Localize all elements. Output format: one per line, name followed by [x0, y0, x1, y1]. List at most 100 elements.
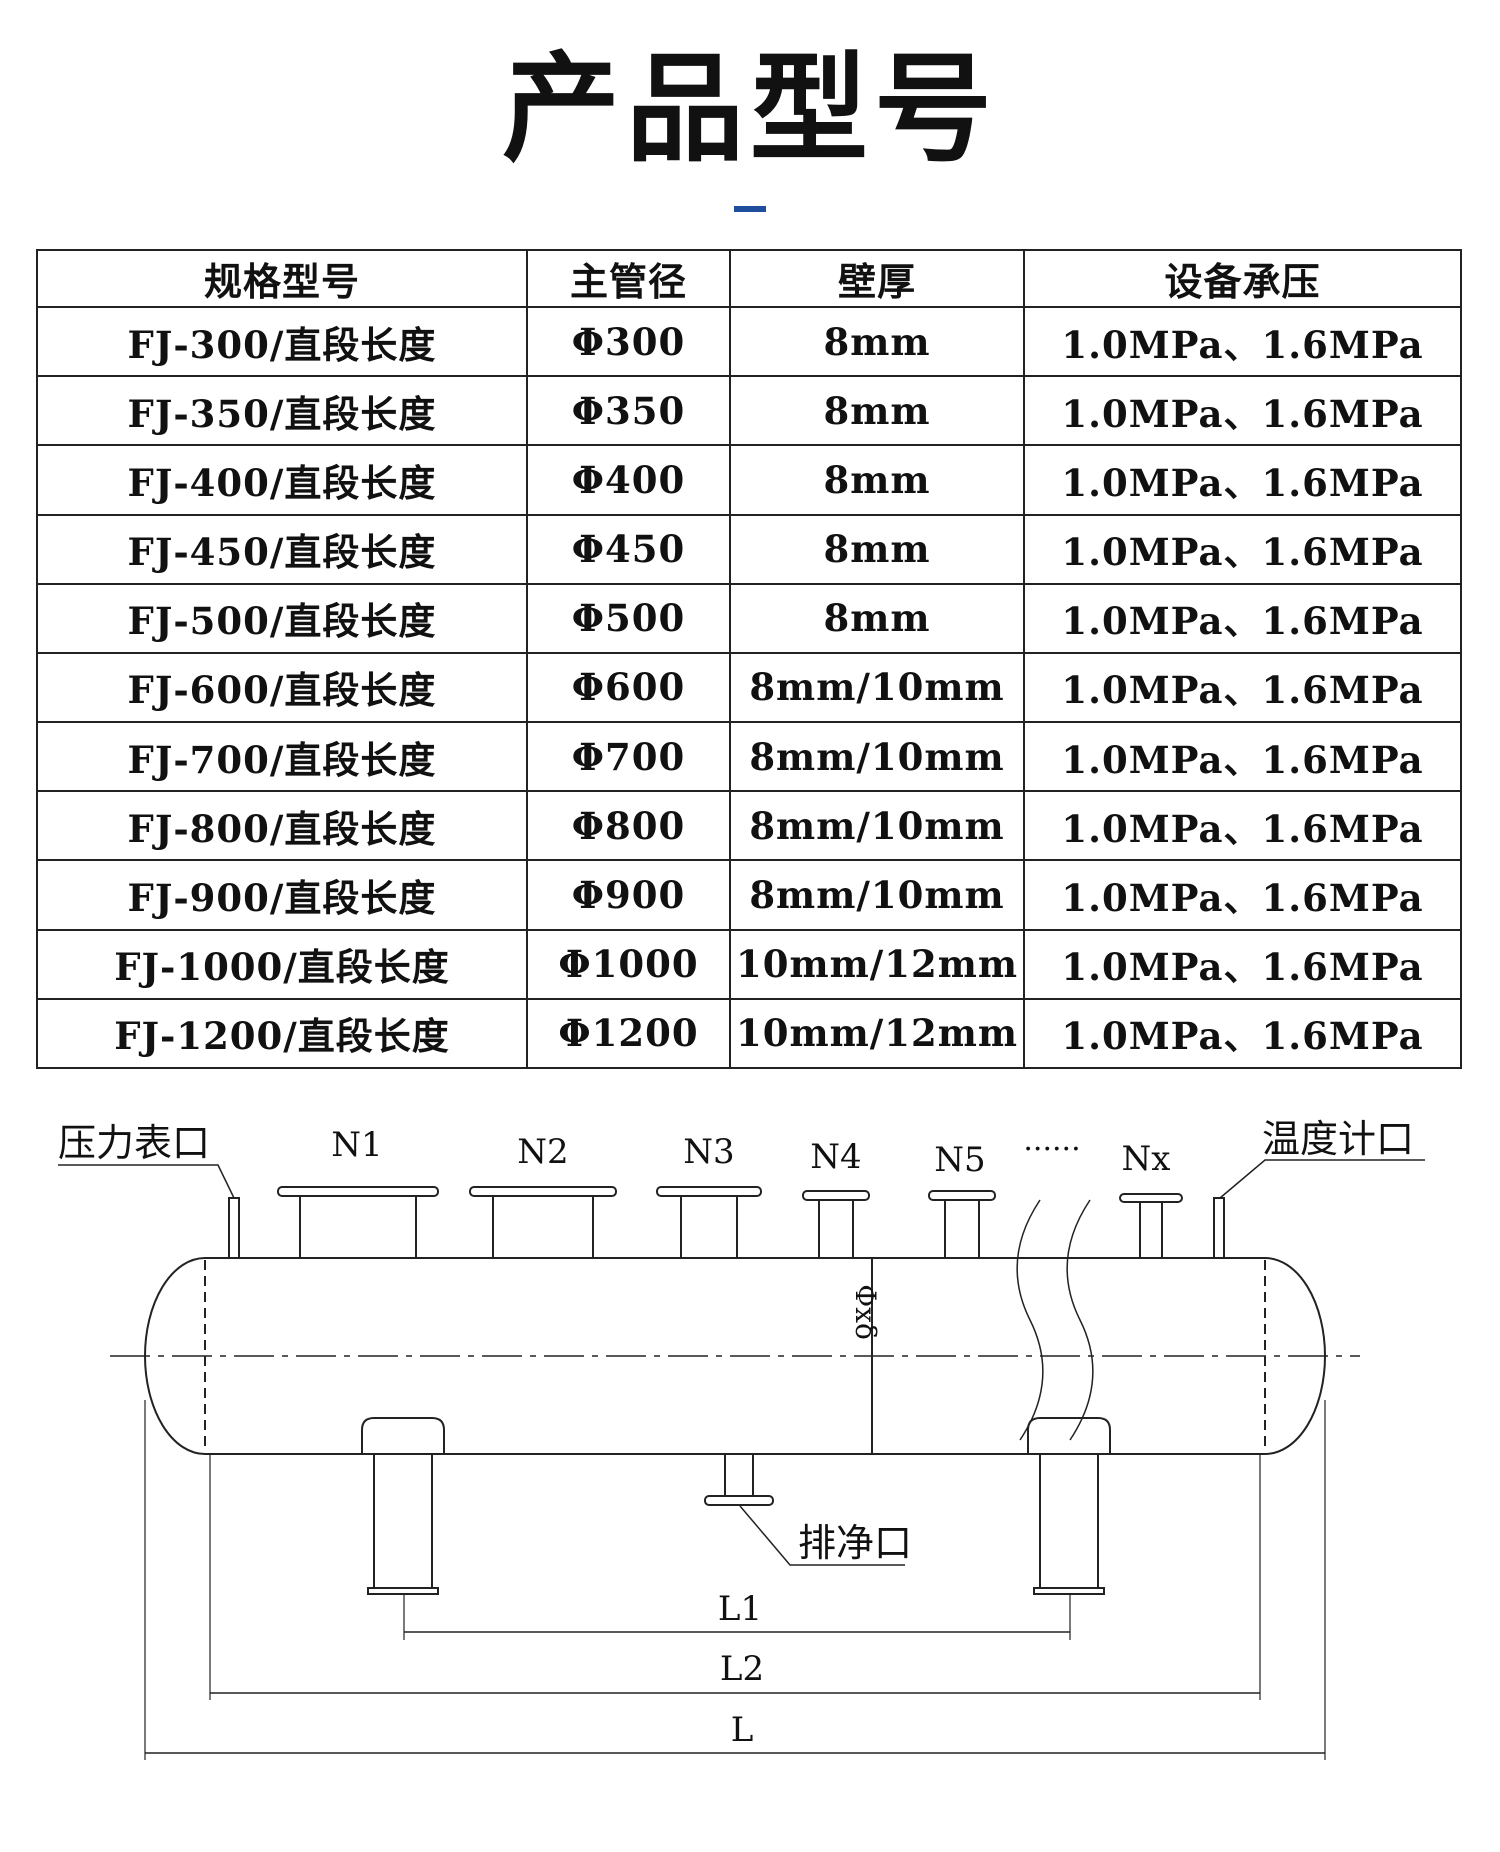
label-drain-port: 排净口: [798, 1521, 912, 1565]
label-l1: L1: [718, 1589, 762, 1629]
label-n3: N3: [683, 1132, 734, 1172]
cell-wall: 8mm/10mm: [729, 721, 1025, 793]
cell-diameter: Φ1200: [526, 997, 731, 1070]
label-n5: N5: [934, 1140, 985, 1180]
drain-port-flange: [704, 1495, 774, 1506]
cell-model: FJ-1000/直段长度: [36, 928, 528, 1000]
cell-wall: 8mm: [729, 513, 1025, 585]
cell-diameter: Φ450: [526, 513, 731, 585]
cell-pressure: 1.0MPa、1.6MPa: [1023, 721, 1462, 793]
label-n2: N2: [517, 1132, 568, 1172]
nozzle-nx-pipe: [1139, 1201, 1163, 1259]
page-title: 产品型号: [501, 39, 998, 178]
cell-pressure: 1.0MPa、1.6MPa: [1023, 928, 1462, 1000]
label-temperature-port: 温度计口: [1262, 1117, 1414, 1161]
cell-wall: 8mm: [729, 582, 1025, 654]
header-wall-thickness: 壁厚: [729, 249, 1025, 308]
cell-pressure: 1.0MPa、1.6MPa: [1023, 513, 1462, 585]
cell-wall: 10mm/12mm: [729, 997, 1025, 1070]
cell-pressure: 1.0MPa、1.6MPa: [1023, 651, 1462, 724]
nozzle-n3-flange: [656, 1186, 762, 1197]
cell-diameter: Φ700: [526, 721, 731, 793]
cell-pressure: 1.0MPa、1.6MPa: [1023, 582, 1462, 654]
cell-model: FJ-700/直段长度: [36, 721, 528, 793]
cell-model: FJ-800/直段长度: [36, 790, 528, 862]
label-dots: ......: [1023, 1123, 1080, 1158]
support-left-leg: [373, 1453, 433, 1589]
title-accent-bar: [734, 206, 766, 212]
cell-model: FJ-400/直段长度: [36, 444, 528, 516]
nozzle-n1-pipe: [299, 1195, 417, 1259]
cell-model: FJ-500/直段长度: [36, 582, 528, 654]
label-l2: L2: [720, 1649, 764, 1689]
cell-diameter: Φ800: [526, 790, 731, 862]
table-header-row: 规格型号 主管径 壁厚 设备承压: [36, 249, 1462, 308]
temperature-port-pipe: [1213, 1197, 1225, 1259]
cell-model: FJ-900/直段长度: [36, 859, 528, 931]
cell-diameter: Φ1000: [526, 928, 731, 1000]
cell-wall: 10mm/12mm: [729, 928, 1025, 1000]
cell-model: FJ-450/直段长度: [36, 513, 528, 585]
manifold-drawing: 压力表口 温度计口 排净口 N1 N2 N3 N4 N5 ...... Nx Φ…: [58, 1117, 1425, 1760]
label-dimension: Φxδ: [849, 1284, 882, 1340]
support-left: [361, 1417, 445, 1454]
header-pressure: 设备承压: [1023, 249, 1462, 308]
cell-diameter: Φ400: [526, 444, 731, 516]
cell-diameter: Φ300: [526, 305, 731, 378]
drain-port-pipe: [724, 1453, 754, 1497]
cell-wall: 8mm/10mm: [729, 790, 1025, 862]
drain-port-leader: [739, 1505, 905, 1566]
cell-wall: 8mm: [729, 305, 1025, 378]
support-right-base: [1033, 1587, 1105, 1595]
pressure-port-pipe: [228, 1197, 240, 1259]
label-n1: N1: [331, 1125, 382, 1165]
header-model: 规格型号: [36, 249, 528, 308]
cell-pressure: 1.0MPa、1.6MPa: [1023, 790, 1462, 862]
nozzle-n5-pipe: [944, 1199, 980, 1259]
cell-wall: 8mm/10mm: [729, 859, 1025, 931]
nozzle-n4-pipe: [818, 1199, 854, 1259]
vessel-body: [144, 1257, 1326, 1455]
cell-pressure: 1.0MPa、1.6MPa: [1023, 375, 1462, 447]
cell-diameter: Φ500: [526, 582, 731, 654]
cell-pressure: 1.0MPa、1.6MPa: [1023, 859, 1462, 931]
support-right-leg: [1039, 1453, 1099, 1589]
cell-pressure: 1.0MPa、1.6MPa: [1023, 444, 1462, 516]
nozzle-n2-pipe: [492, 1195, 594, 1259]
temperature-port-leader: [1219, 1159, 1425, 1199]
nozzle-n4-flange: [802, 1190, 870, 1201]
break-mark: [1016, 1199, 1044, 1441]
cell-model: FJ-350/直段长度: [36, 375, 528, 447]
label-l: L: [731, 1710, 754, 1750]
cell-wall: 8mm: [729, 444, 1025, 516]
break-mark: [1066, 1199, 1094, 1441]
nozzle-n3-pipe: [680, 1195, 738, 1259]
cell-diameter: Φ900: [526, 859, 731, 931]
support-right: [1027, 1417, 1111, 1454]
cell-diameter: Φ350: [526, 375, 731, 447]
cell-model: FJ-300/直段长度: [36, 305, 528, 378]
nozzle-n2-flange: [469, 1186, 617, 1197]
pressure-port-leader: [58, 1164, 235, 1199]
support-left-base: [367, 1587, 439, 1595]
nozzle-n1-flange: [277, 1186, 439, 1197]
label-nx: Nx: [1122, 1139, 1171, 1179]
nozzle-n5-flange: [928, 1190, 996, 1201]
label-n4: N4: [810, 1137, 861, 1177]
cell-wall: 8mm/10mm: [729, 651, 1025, 724]
cell-pressure: 1.0MPa、1.6MPa: [1023, 997, 1462, 1070]
nozzle-nx-flange: [1119, 1193, 1183, 1203]
cell-model: FJ-600/直段长度: [36, 651, 528, 724]
header-diameter: 主管径: [526, 249, 731, 308]
